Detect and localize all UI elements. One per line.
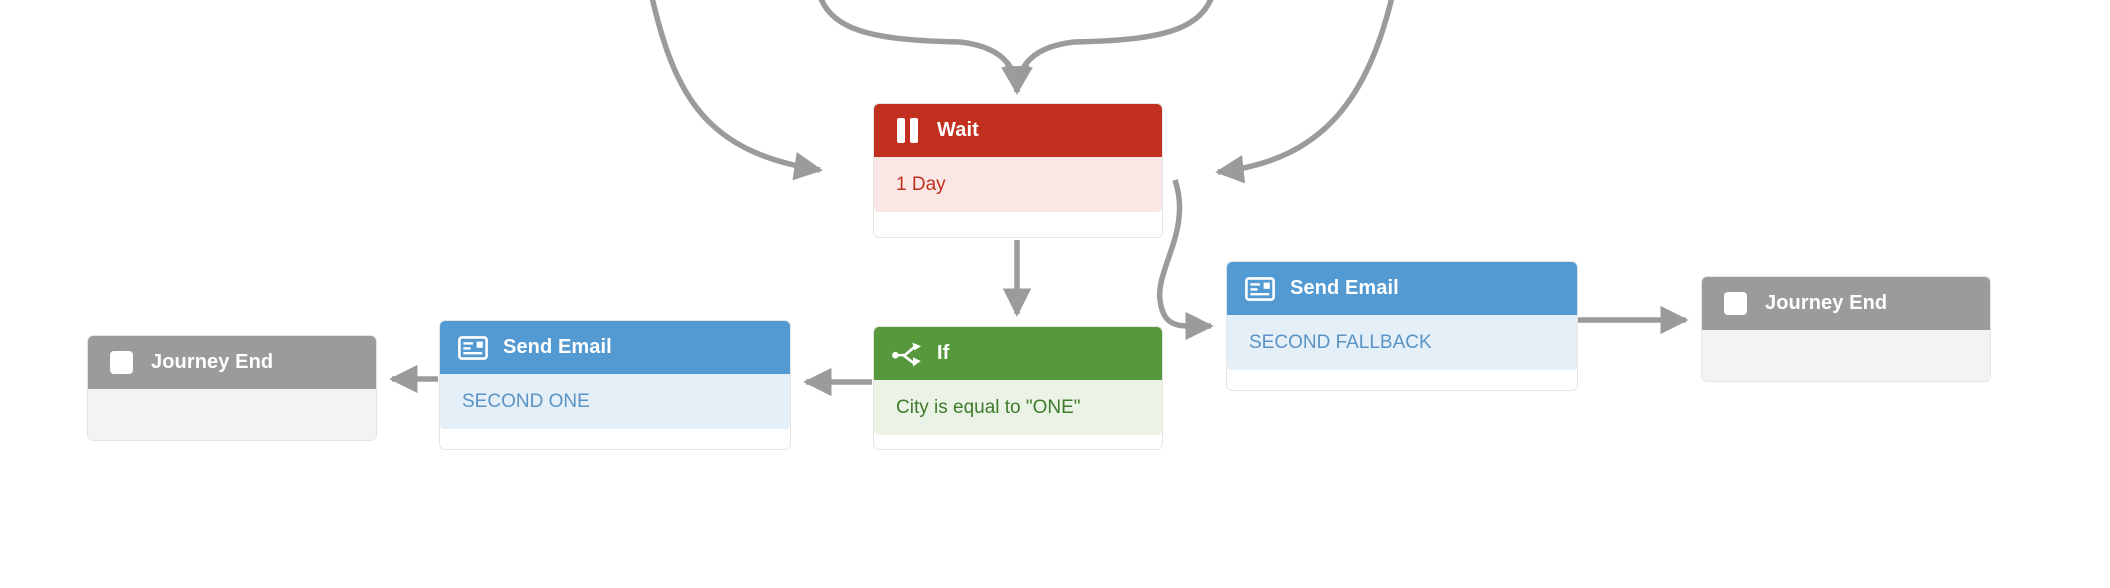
node-if-subtitle: City is equal to "ONE" bbox=[874, 380, 1162, 435]
node-send-email-second-one-subtitle: SECOND ONE bbox=[440, 374, 790, 429]
node-wait[interactable]: Wait 1 Day bbox=[874, 104, 1162, 237]
node-journey-end-right-header[interactable]: Journey End bbox=[1702, 277, 1990, 330]
node-send-email-second-fallback-header[interactable]: Send Email bbox=[1227, 262, 1577, 315]
node-send-email-second-fallback-subtitle: SECOND FALLBACK bbox=[1227, 315, 1577, 370]
node-wait-subtitle: 1 Day bbox=[874, 157, 1162, 212]
edge-wait-to-fallback bbox=[1157, 179, 1214, 341]
node-if-header[interactable]: If bbox=[874, 327, 1162, 380]
node-send-email-second-one-header[interactable]: Send Email bbox=[440, 321, 790, 374]
node-journey-end-left-header[interactable]: Journey End bbox=[88, 336, 376, 389]
stop-square-icon bbox=[106, 348, 136, 378]
edge-top-center-into-wait bbox=[818, 0, 1030, 95]
node-send-email-second-fallback[interactable]: Send Email SECOND FALLBACK bbox=[1227, 262, 1577, 390]
pause-icon bbox=[892, 116, 922, 146]
branch-icon bbox=[892, 339, 922, 369]
email-icon bbox=[458, 333, 488, 363]
node-wait-title: Wait bbox=[937, 119, 979, 141]
node-wait-header[interactable]: Wait bbox=[874, 104, 1162, 157]
edge-top-center2-into-wait bbox=[1004, 0, 1214, 95]
stop-square-icon bbox=[1720, 289, 1750, 319]
node-journey-end-right-subtitle bbox=[1702, 330, 1990, 381]
edge-top-right-into-wait bbox=[1215, 0, 1395, 184]
node-journey-end-right-title: Journey End bbox=[1765, 292, 1888, 314]
email-icon bbox=[1245, 274, 1275, 304]
node-if-title: If bbox=[937, 342, 950, 364]
edge-top-left-into-wait bbox=[649, 0, 823, 181]
node-journey-end-left-title: Journey End bbox=[151, 351, 274, 373]
node-journey-end-left[interactable]: Journey End bbox=[88, 336, 376, 440]
node-send-email-second-one[interactable]: Send Email SECOND ONE bbox=[440, 321, 790, 449]
node-journey-end-right[interactable]: Journey End bbox=[1702, 277, 1990, 381]
node-send-email-second-one-title: Send Email bbox=[503, 336, 612, 358]
node-send-email-second-fallback-title: Send Email bbox=[1290, 277, 1399, 299]
node-if[interactable]: If City is equal to "ONE" bbox=[874, 327, 1162, 449]
node-journey-end-left-subtitle bbox=[88, 389, 376, 440]
